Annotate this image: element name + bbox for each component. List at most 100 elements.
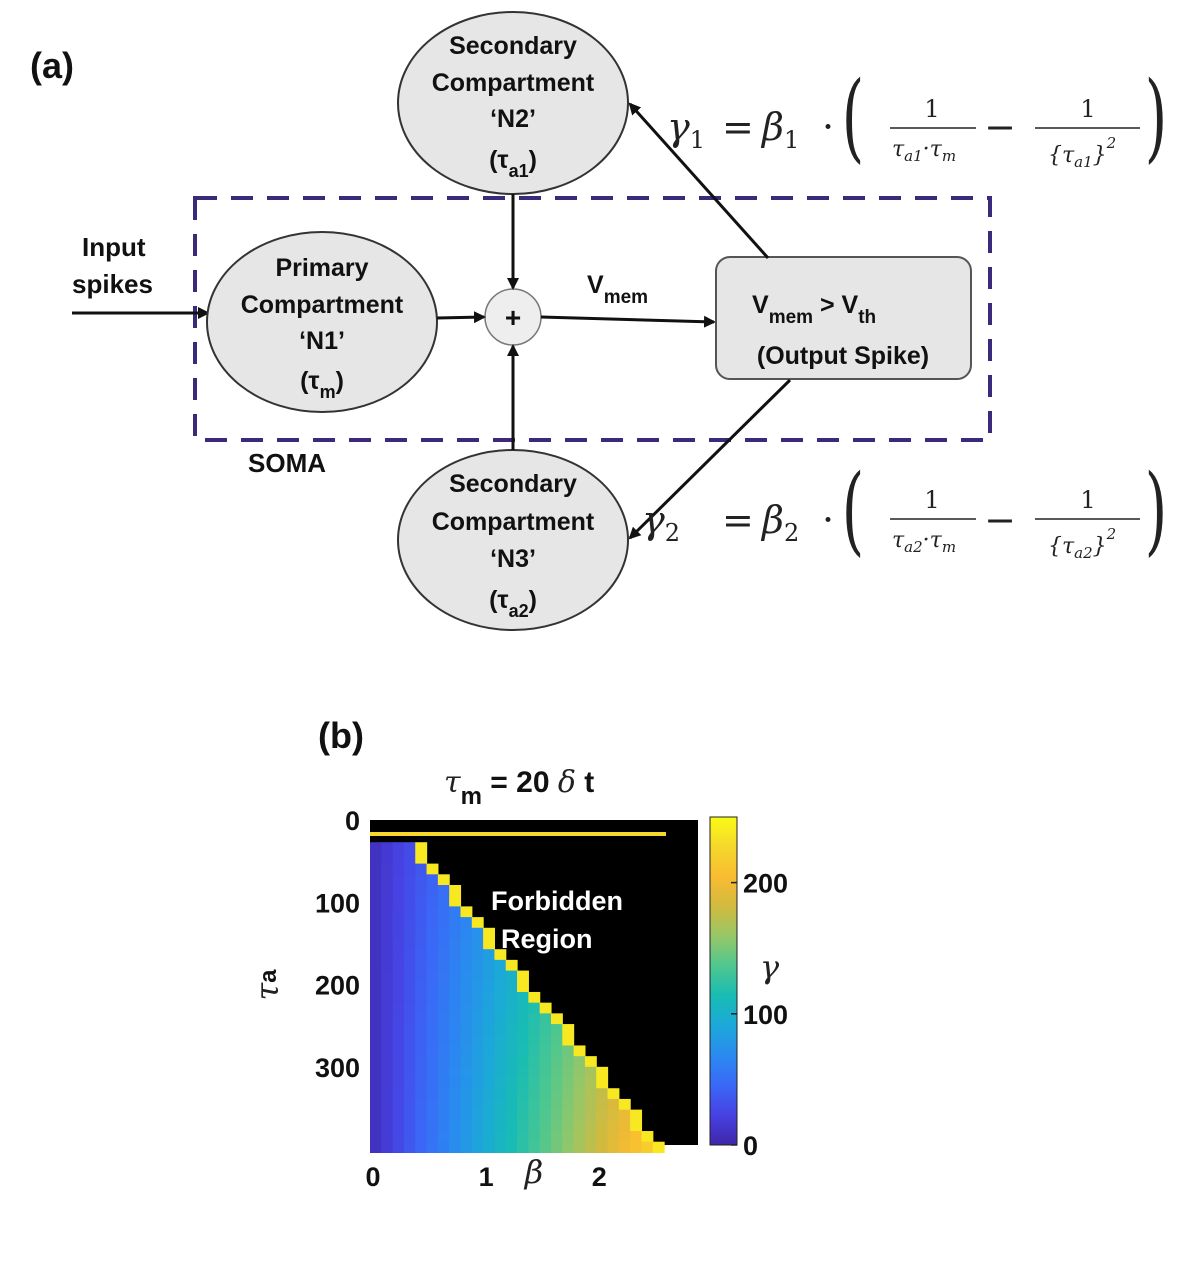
eq2-beta: β2 — [760, 498, 799, 547]
heatmap-cell — [437, 1141, 450, 1154]
heatmap-cell — [392, 1056, 405, 1068]
heatmap-cell — [607, 1109, 620, 1121]
heatmap-cell — [596, 1077, 609, 1089]
y-tick-label: 200 — [315, 971, 360, 1001]
heatmap-cell — [494, 1131, 507, 1143]
heatmap-cell — [562, 1131, 575, 1143]
heatmap-cell — [596, 1066, 609, 1079]
heatmap-cell — [483, 949, 496, 961]
heatmap-cell — [471, 1131, 484, 1143]
heatmap-cell — [584, 1141, 597, 1154]
heatmap-cell — [528, 1098, 541, 1111]
heatmap-cell — [505, 991, 518, 1004]
heatmap-cell — [415, 1077, 428, 1089]
heatmap-cell — [381, 1077, 394, 1089]
heatmap-cell — [392, 981, 405, 993]
heatmap-cell — [381, 842, 394, 854]
heatmap-cell — [460, 1066, 473, 1079]
heatmap-cell — [415, 1098, 428, 1111]
heatmap-cell — [494, 1066, 507, 1079]
x-tick-label: 1 — [479, 1162, 494, 1192]
heatmap-cell — [505, 1034, 518, 1047]
heatmap-cell — [449, 938, 462, 950]
heatmap-cell — [584, 1088, 597, 1100]
heatmap-cell — [403, 1056, 416, 1068]
heatmap-cell — [528, 1131, 541, 1143]
heatmap-cell — [573, 1077, 586, 1089]
heatmap-cell — [403, 895, 416, 907]
heatmap-cell — [415, 895, 428, 907]
heatmap-cell — [437, 938, 450, 950]
heatmap-cell — [607, 1131, 620, 1143]
heatmap-cell — [403, 917, 416, 929]
heatmap-cell — [403, 1131, 416, 1143]
heatmap-cell — [426, 1034, 439, 1047]
n2-line3: ‘N2’ — [490, 105, 536, 133]
heatmap-cell — [437, 1034, 450, 1047]
heatmap-cell — [381, 981, 394, 993]
n3-line2: Compartment — [432, 508, 595, 536]
n1-compartment: Primary Compartment ‘N1’ (τm) — [206, 231, 438, 413]
heatmap-cell — [550, 1024, 563, 1036]
equation-gamma2: γ2 = β2 · ( 1 τa2·τm − 1 {τa2}2 ) — [642, 454, 1167, 566]
heatmap-cell — [426, 1098, 439, 1111]
heatmap-cell — [517, 1056, 529, 1068]
heatmap-cell — [403, 927, 416, 940]
heatmap-cell — [517, 1034, 529, 1047]
heatmap-cell — [449, 949, 462, 961]
heatmap-cell — [426, 1077, 439, 1089]
heatmap-cell — [370, 938, 382, 950]
heatmap-cell — [528, 1088, 541, 1100]
heatmap-cell — [449, 1056, 462, 1068]
heatmap-cell — [618, 1120, 631, 1132]
heatmap-cell — [641, 1141, 654, 1154]
heatmap-cell — [392, 1045, 405, 1057]
heatmap-cell — [528, 1109, 541, 1121]
heatmap-cell — [607, 1098, 620, 1111]
heatmap-cell — [539, 1109, 552, 1121]
heatmap-cell — [403, 1077, 416, 1089]
heatmap-cell — [403, 1013, 416, 1025]
heatmap-cell — [403, 1109, 416, 1121]
heatmap-cell — [426, 938, 439, 950]
annotation-line2: Region — [501, 924, 593, 954]
heatmap-cell — [584, 1098, 597, 1111]
heatmap-cell — [494, 1098, 507, 1111]
heatmap-cell — [437, 991, 450, 1004]
heatmap-cell — [528, 1013, 541, 1025]
heatmap-cell — [415, 1131, 428, 1143]
heatmap-cell — [370, 842, 382, 854]
heatmap-cell — [517, 1024, 529, 1036]
heatmap-cell — [517, 1077, 529, 1089]
heatmap-cell — [618, 1141, 631, 1154]
heatmap-cell — [449, 885, 462, 897]
heatmap-cell — [392, 1034, 405, 1047]
heatmap-cell — [460, 1002, 473, 1014]
x-tick-label: 0 — [365, 1162, 380, 1192]
heatmap-cell — [426, 1120, 439, 1132]
heatmap-cell — [449, 1077, 462, 1089]
heatmap-cell — [483, 959, 496, 972]
heatmap-cell — [494, 1088, 507, 1100]
heatmap-cell — [494, 1002, 507, 1014]
heatmap-cell — [437, 1045, 450, 1057]
heatmap-cell — [483, 1088, 496, 1100]
heatmap-cell — [392, 852, 405, 865]
heatmap-cell — [596, 1141, 609, 1154]
heatmap-cell — [494, 959, 507, 972]
panel-a-label: (a) — [30, 45, 74, 86]
heatmap-cell — [505, 1098, 518, 1111]
y-tick-label: 100 — [315, 888, 360, 918]
heatmap-cell — [370, 949, 382, 961]
heatmap-cell — [528, 1034, 541, 1047]
heatmap-cell — [607, 1088, 620, 1100]
soma-label: SOMA — [248, 448, 326, 478]
eq2-num2: 1 — [1080, 486, 1095, 514]
heatmap-cell — [449, 1066, 462, 1079]
heatmap-cell — [403, 1098, 416, 1111]
heatmap-cell — [539, 1120, 552, 1132]
heatmap-cell — [607, 1141, 620, 1154]
heatmap-cell — [573, 1066, 586, 1079]
heatmap-cell — [494, 981, 507, 993]
